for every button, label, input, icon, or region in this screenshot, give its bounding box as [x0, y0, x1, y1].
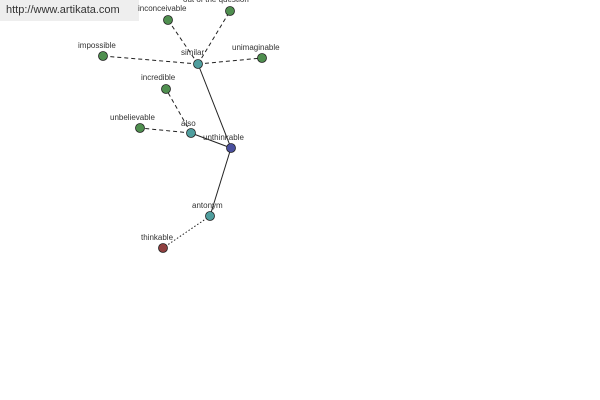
node-dot-impossible[interactable] — [98, 51, 108, 61]
edge-also-incredible — [165, 88, 192, 134]
node-dot-thinkable[interactable] — [158, 243, 168, 253]
node-unbelievable[interactable]: unbelievable — [110, 113, 155, 133]
node-label-impossible[interactable]: impossible — [78, 41, 116, 50]
node-dot-out-of-the-question[interactable] — [225, 6, 235, 16]
node-similar[interactable]: similar — [181, 48, 204, 69]
node-impossible[interactable]: impossible — [78, 41, 116, 61]
node-dot-unimaginable[interactable] — [257, 53, 267, 63]
node-out-of-the-question[interactable]: out of the question — [183, 0, 249, 16]
node-dot-unthinkable[interactable] — [226, 143, 236, 153]
node-label-inconceivable[interactable]: inconceivable — [138, 4, 187, 13]
node-dot-inconceivable[interactable] — [163, 15, 173, 25]
node-label-unbelievable[interactable]: unbelievable — [110, 113, 155, 122]
node-label-out-of-the-question[interactable]: out of the question — [183, 0, 249, 4]
node-dot-antonym[interactable] — [205, 211, 215, 221]
node-inconceivable[interactable]: inconceivable — [138, 4, 187, 25]
node-also[interactable]: also — [181, 119, 196, 138]
node-label-also[interactable]: also — [181, 119, 196, 128]
node-dot-incredible[interactable] — [161, 84, 171, 94]
node-dot-also[interactable] — [186, 128, 196, 138]
edge-similar-inconceivable — [167, 19, 199, 65]
node-label-similar[interactable]: similar — [181, 48, 204, 57]
edge-similar-unimaginable — [197, 57, 263, 65]
node-label-unimaginable[interactable]: unimaginable — [232, 43, 280, 52]
node-label-thinkable[interactable]: thinkable — [141, 233, 174, 242]
node-label-antonym[interactable]: antonym — [192, 201, 223, 210]
node-label-incredible[interactable]: incredible — [141, 73, 176, 82]
graph-edges — [102, 10, 263, 249]
edge-similar-out-of-the-question — [197, 10, 231, 65]
edge-unthinkable-antonym — [209, 147, 232, 217]
node-label-unthinkable[interactable]: unthinkable — [203, 133, 244, 142]
node-incredible[interactable]: incredible — [141, 73, 176, 94]
node-thinkable[interactable]: thinkable — [141, 233, 174, 253]
node-dot-unbelievable[interactable] — [135, 123, 145, 133]
site-url-banner[interactable]: http://www.artikata.com — [0, 0, 139, 21]
edge-unthinkable-also — [190, 132, 232, 149]
graph-nodes: unthinkable similar also antonym inconceivab… — [78, 0, 280, 253]
edge-also-unbelievable — [139, 127, 192, 134]
node-unthinkable[interactable]: unthinkable — [203, 133, 244, 153]
edge-antonym-thinkable — [162, 215, 211, 249]
node-dot-similar[interactable] — [193, 59, 203, 69]
node-unimaginable[interactable]: unimaginable — [232, 43, 280, 63]
edge-similar-impossible — [102, 55, 199, 65]
node-antonym[interactable]: antonym — [192, 201, 223, 221]
edge-unthinkable-similar — [197, 63, 232, 149]
